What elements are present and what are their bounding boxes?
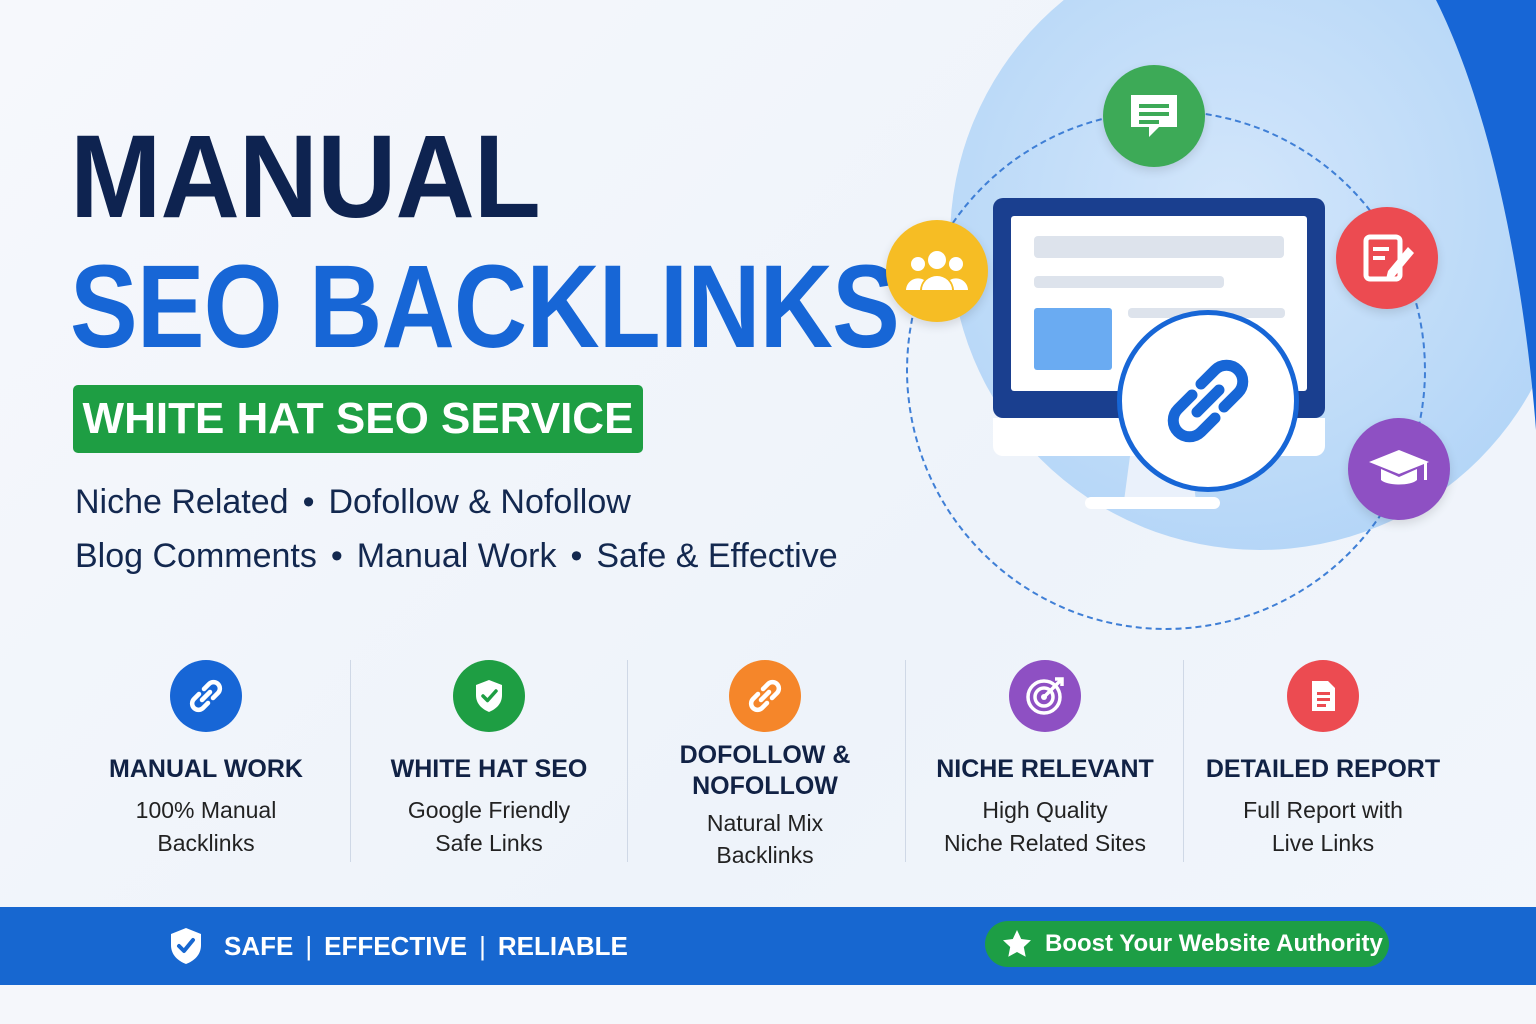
feature-text: Manual Work [356,537,557,575]
headline-line-2: SEO BACKLINKS [70,241,900,373]
column-divider [1183,660,1184,862]
footer-word: RELIABLE [497,930,628,961]
graduation-cap-icon-circle [1348,418,1450,520]
users-icon [906,251,968,290]
chat-bubble-icon-circle [1103,65,1205,167]
link-icon [729,660,801,732]
feature-text: Blog Comments [75,537,317,575]
chat-icon [1131,95,1177,137]
screen-placeholder-bar [1034,276,1224,288]
feature-line-1: Niche Related • Dofollow & Nofollow [75,483,631,522]
column-divider [350,660,351,862]
edit-document-icon [1363,234,1414,282]
service-badge: WHITE HAT SEO SERVICE [73,385,643,453]
feature-title: DOFOLLOW &NOFOLLOW [679,741,851,800]
feature-text: Safe & Effective [596,537,838,575]
footer-word: EFFECTIVE [324,930,468,961]
feature-text: Dofollow & Nofollow [328,483,631,521]
footer-word: SAFE [224,930,294,961]
feature-title: MANUAL WORK [109,755,303,783]
bottom-strip [0,985,1536,1024]
link-icon [170,660,242,732]
footer-separator: | [305,930,313,961]
bullet-separator: • [330,537,343,575]
headline-line-1: MANUAL [70,111,541,243]
feature-line-2: Blog Comments • Manual Work • Safe & Effecti… [75,537,838,576]
link-icon [1167,359,1249,443]
feature-title: WHITE HAT SEO [390,755,588,783]
boost-authority-button[interactable]: Boost Your Website Authority [985,921,1389,967]
shield-check-icon [171,928,201,964]
star-icon [1003,930,1031,957]
feature-text: Niche Related [75,483,289,521]
corner-accent [1376,0,1536,430]
footer-trust-words: SAFE | EFFECTIVE | RELIABLE [168,907,628,985]
shield-check-icon [453,660,525,732]
column-divider [905,660,906,862]
screen-image-block [1034,308,1112,370]
report-icon [1287,660,1359,732]
edit-document-icon-circle [1336,207,1438,309]
cta-label: Boost Your Website Authority [1045,930,1383,957]
bullet-separator: • [302,483,315,521]
column-divider [627,660,628,862]
footer-separator: | [479,930,486,961]
feature-title: NICHE RELEVANT [936,755,1154,783]
users-icon-circle [886,220,988,322]
link-badge [1117,310,1299,492]
target-icon [1009,660,1081,732]
feature-title: DETAILED REPORT [1205,755,1441,783]
monitor-stand-base [1085,497,1220,509]
bullet-separator: • [570,537,583,575]
graduation-cap-icon [1369,450,1429,485]
screen-placeholder-bar [1034,236,1284,258]
